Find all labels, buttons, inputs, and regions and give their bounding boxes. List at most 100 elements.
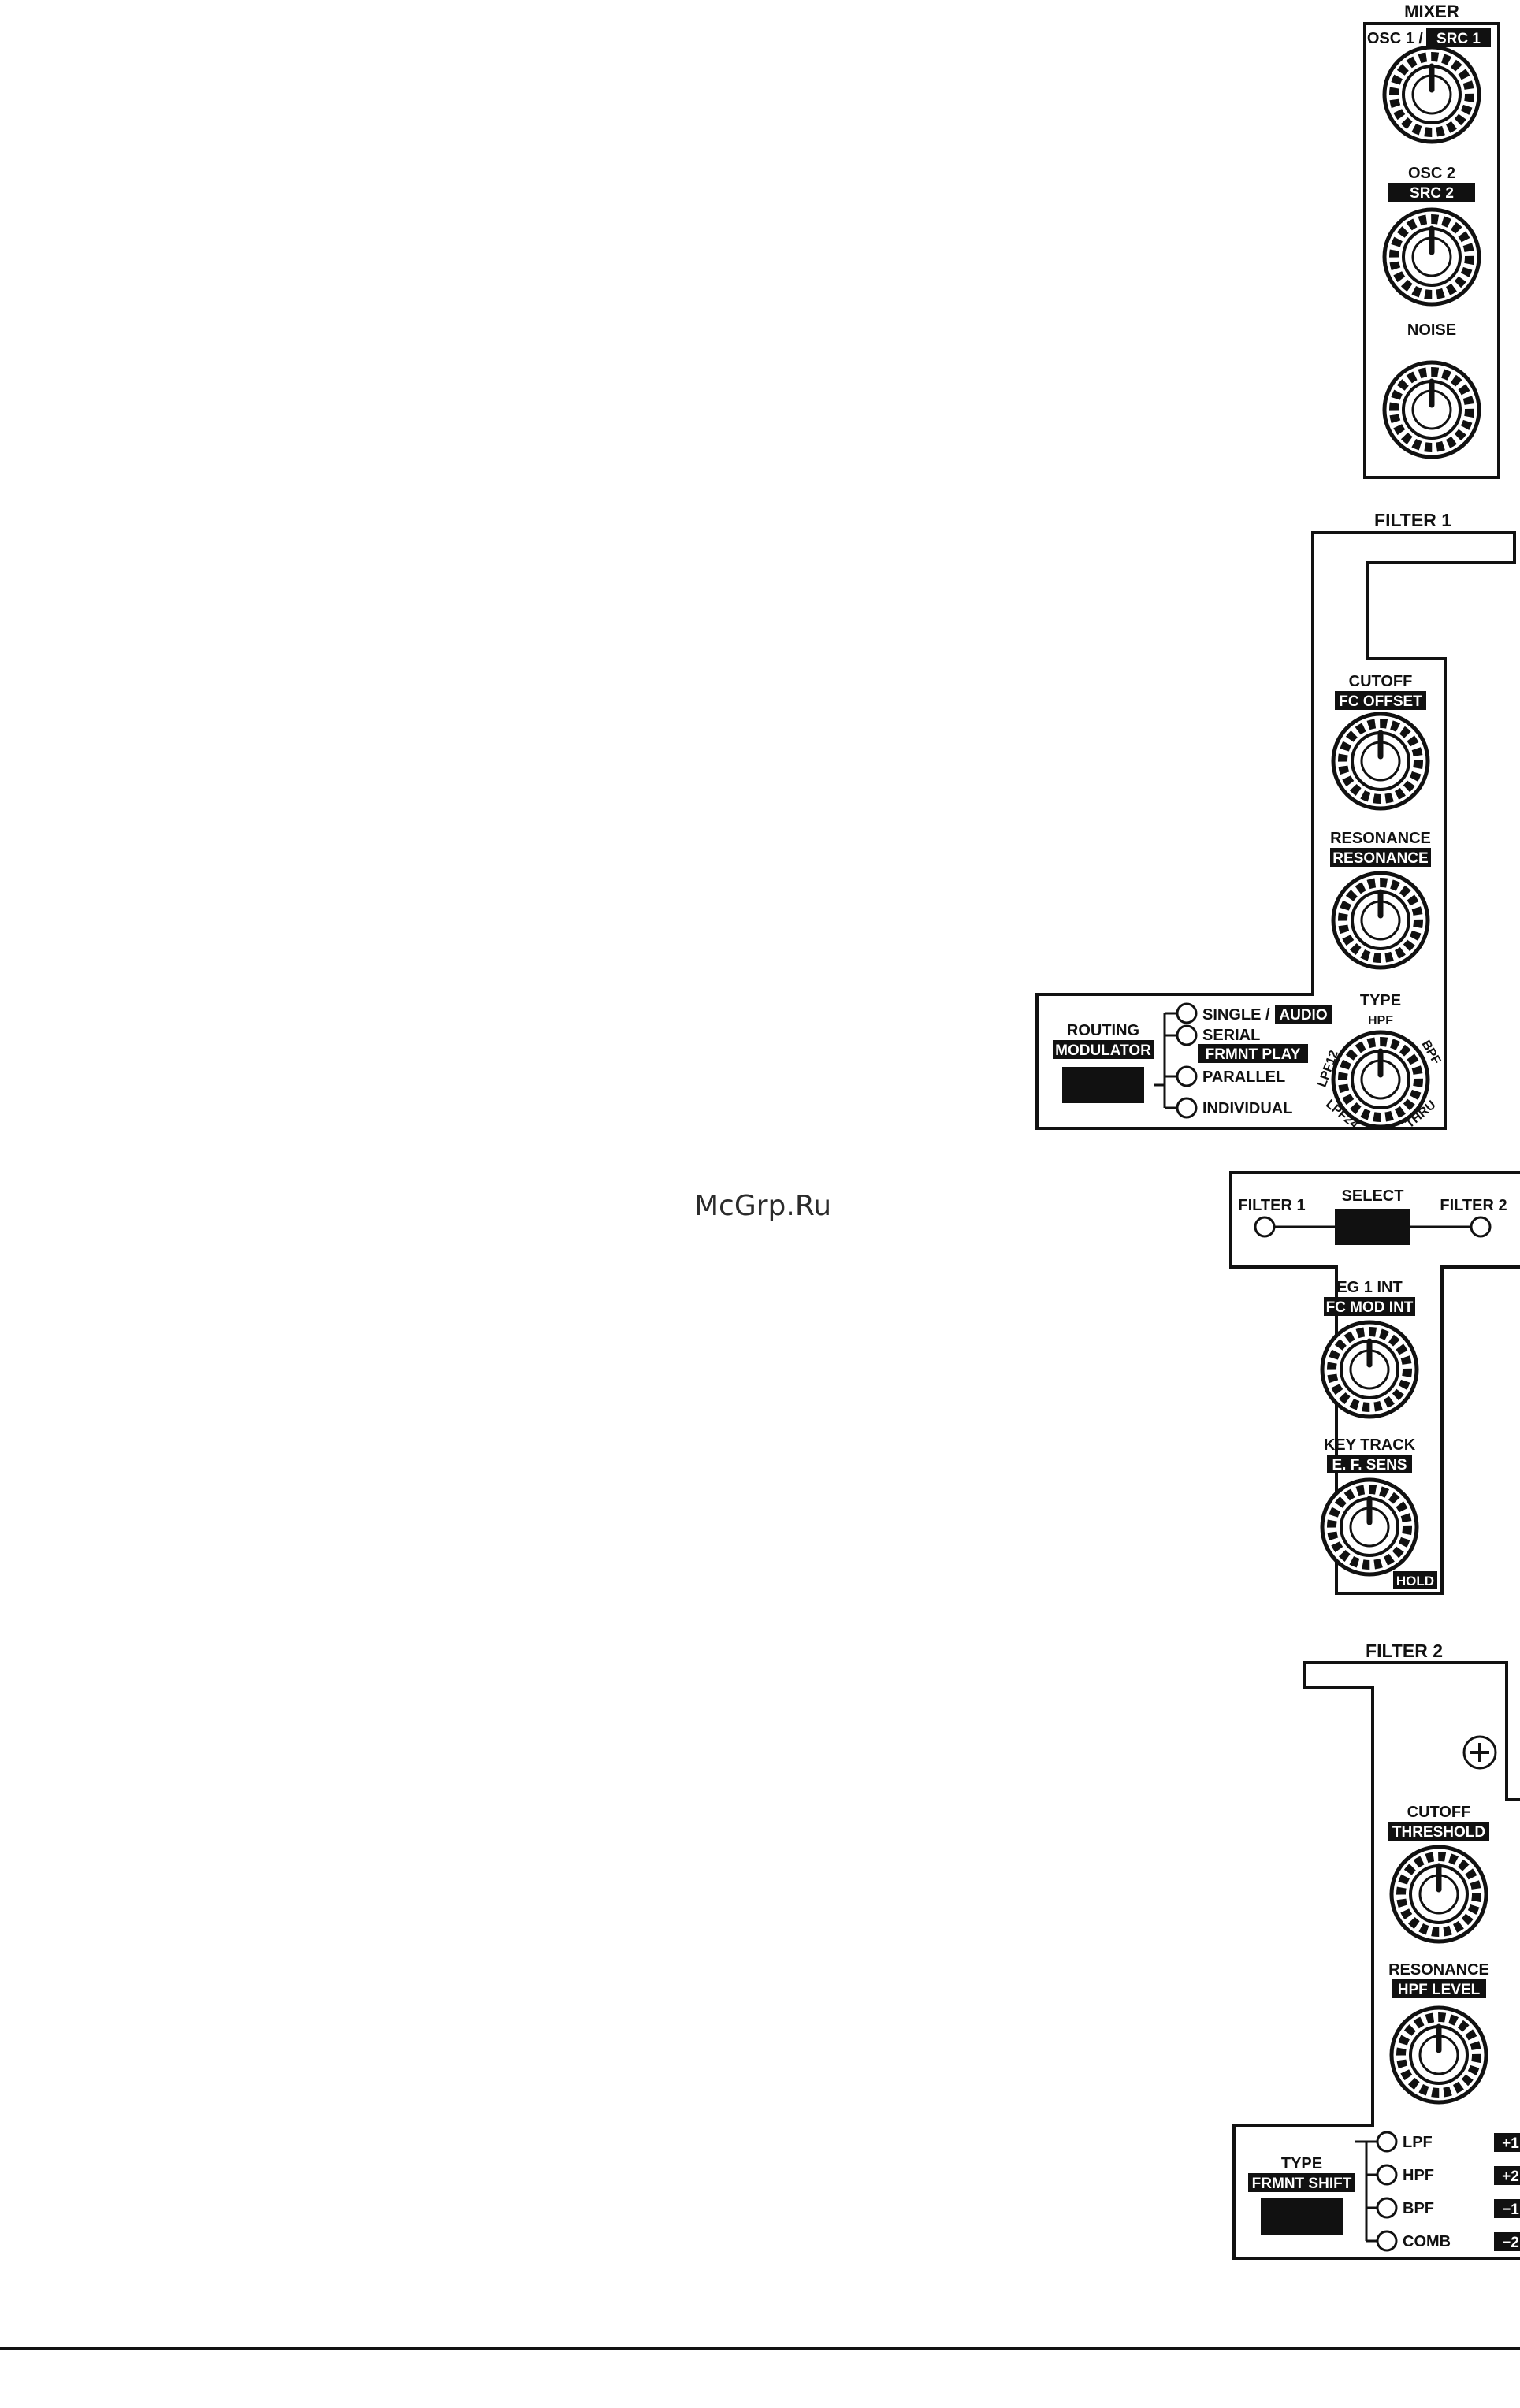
filter2-resonance-label: RESONANCE xyxy=(1388,1961,1489,1979)
key-track-label: KEY TRACK xyxy=(1324,1436,1416,1454)
mixer-src1-label: SRC 1 xyxy=(1436,31,1481,47)
filter2-badge-plus2 xyxy=(1494,2166,1520,2185)
screw-cross-icon xyxy=(1470,1743,1489,1762)
key-track-knob[interactable] xyxy=(1322,1480,1417,1574)
filter1-fcoffset-label: FC OFFSET xyxy=(1339,693,1422,710)
filter1-resonance-badge xyxy=(1330,848,1431,867)
filter2-opt-minus2: −2 xyxy=(1502,2235,1519,2251)
routing-frmntplay-badge xyxy=(1198,1044,1308,1063)
routing-opt-single: SINGLE / xyxy=(1202,1006,1270,1024)
routing-led-individual xyxy=(1176,1097,1198,1119)
routing-led-single xyxy=(1176,1002,1198,1024)
mixer-osc1-label: OSC 1 / xyxy=(1367,30,1424,47)
select-section: FILTER 1 FILTER 2 SELECT EG 1 INT FC MOD… xyxy=(1229,1171,1520,1595)
filter2-led-comb xyxy=(1376,2230,1398,2252)
filter1-resonance-knob[interactable] xyxy=(1333,873,1428,968)
routing-opt-parallel: PARALLEL xyxy=(1202,1068,1285,1086)
filter1-type-knob[interactable] xyxy=(1333,1032,1428,1127)
mixer-src1-badge xyxy=(1426,28,1491,47)
filter2-cutoff-knob[interactable] xyxy=(1392,1847,1486,1942)
filter2-type-connector xyxy=(1355,2140,1377,2243)
filter1-type-hpf: HPF xyxy=(1368,1014,1393,1027)
eg1-int-label: EG 1 INT xyxy=(1336,1279,1402,1296)
select-led-filter1 xyxy=(1254,1216,1276,1238)
filter1-section: FILTER 1 CUTOFF FC OFFSET RESONANCE RESO… xyxy=(1035,510,1516,1132)
mixer-frame xyxy=(1363,22,1500,479)
mixer-title: MIXER xyxy=(1404,2,1459,21)
mixer-src2-badge xyxy=(1388,183,1475,202)
filter2-hpflevel-label: HPF LEVEL xyxy=(1398,1982,1481,1998)
routing-modulator-label: MODULATOR xyxy=(1055,1042,1151,1059)
filter2-type-label: TYPE xyxy=(1281,2155,1322,2172)
mixer-osc2-label: OSC 2 xyxy=(1408,165,1455,182)
routing-opt-individual: INDIVIDUAL xyxy=(1202,1100,1292,1117)
watermark: McGrp.Ru xyxy=(694,1190,831,1222)
osc2-knob[interactable] xyxy=(1384,210,1479,304)
filter2-option-comb: COMB −2 xyxy=(1376,2230,1520,2252)
hold-badge xyxy=(1393,1571,1437,1589)
select-label: SELECT xyxy=(1342,1187,1404,1205)
mixer-noise-label: NOISE xyxy=(1407,321,1456,339)
eg1-int-knob[interactable] xyxy=(1322,1322,1417,1417)
ef-sens-badge xyxy=(1327,1455,1412,1473)
hold-label: HOLD xyxy=(1396,1574,1434,1589)
filter2-threshold-label: THRESHOLD xyxy=(1392,1824,1485,1841)
fc-mod-int-label: FC MOD INT xyxy=(1326,1299,1414,1316)
filter2-hpflevel-badge xyxy=(1392,1979,1486,1998)
routing-opt-frmntplay: FRMNT PLAY xyxy=(1206,1046,1301,1063)
filter2-frmntshift-label: FRMNT SHIFT xyxy=(1252,2176,1352,2192)
mixer-section: MIXER OSC 1 / SRC 1 OSC 2 SRC 2 NOISE xyxy=(1363,2,1500,479)
filter2-badge-plus1 xyxy=(1494,2133,1520,2152)
filter1-title: FILTER 1 xyxy=(1374,510,1451,530)
noise-knob[interactable] xyxy=(1384,362,1479,457)
filter2-option-lpf: LPF +1 xyxy=(1376,2131,1520,2153)
mixer-src2-label: SRC 2 xyxy=(1410,185,1454,202)
routing-button[interactable] xyxy=(1062,1067,1144,1103)
ef-sens-label: E. F. SENS xyxy=(1332,1457,1407,1473)
filter2-opt-hpf: HPF xyxy=(1403,2167,1434,2184)
filter2-opt-plus1: +1 xyxy=(1502,2135,1519,2152)
filter1-resonance-alt-label: RESONANCE xyxy=(1332,850,1428,867)
filter2-led-lpf xyxy=(1376,2131,1398,2153)
filter1-cutoff-knob[interactable] xyxy=(1333,714,1428,808)
select-led-filter2 xyxy=(1470,1216,1492,1238)
filter2-cutoff-label: CUTOFF xyxy=(1407,1804,1471,1821)
routing-opt-audio: AUDIO xyxy=(1279,1007,1327,1024)
routing-modulator-badge xyxy=(1053,1040,1154,1059)
filter2-section: FILTER 2 CUTOFF THRESHOLD RESONANCE HPF … xyxy=(1232,1641,1520,2260)
filter2-opt-minus1: −1 xyxy=(1502,2202,1519,2218)
routing-opt-serial: SERIAL xyxy=(1202,1027,1260,1044)
filter2-threshold-badge xyxy=(1388,1822,1489,1841)
filter2-type-button[interactable] xyxy=(1261,2198,1343,2235)
filter2-frame xyxy=(1232,1661,1520,2260)
routing-audio-badge xyxy=(1275,1005,1332,1024)
select-filter2-label: FILTER 2 xyxy=(1440,1197,1507,1214)
routing-led-serial xyxy=(1176,1024,1198,1046)
filter1-cutoff-label: CUTOFF xyxy=(1349,673,1413,690)
osc1-knob[interactable] xyxy=(1384,47,1479,142)
filter2-option-hpf: HPF +2 xyxy=(1376,2164,1520,2186)
filter2-opt-bpf: BPF xyxy=(1403,2200,1434,2217)
select-filter1-label: FILTER 1 xyxy=(1238,1197,1305,1214)
filter2-frmntshift-badge xyxy=(1248,2173,1355,2192)
fc-mod-int-badge xyxy=(1324,1297,1415,1316)
filter2-opt-comb: COMB xyxy=(1403,2233,1451,2250)
filter1-resonance-label: RESONANCE xyxy=(1330,830,1431,847)
filter2-badge-minus2 xyxy=(1494,2232,1520,2251)
select-frame xyxy=(1229,1171,1520,1595)
routing-led-parallel xyxy=(1176,1065,1198,1087)
filter2-opt-plus2: +2 xyxy=(1502,2168,1519,2185)
filter1-fcoffset-badge xyxy=(1335,691,1426,710)
filter2-resonance-knob[interactable] xyxy=(1392,2008,1486,2102)
filter2-option-bpf: BPF −1 xyxy=(1376,2197,1520,2219)
filter2-led-hpf xyxy=(1376,2164,1398,2186)
filter1-type-label: TYPE xyxy=(1360,992,1401,1009)
filter2-opt-lpf: LPF xyxy=(1403,2134,1433,2151)
select-button[interactable] xyxy=(1335,1209,1410,1245)
filter1-frame xyxy=(1035,531,1516,1130)
routing-connector xyxy=(1154,1012,1176,1109)
routing-label: ROUTING xyxy=(1067,1022,1139,1039)
filter2-badge-minus1 xyxy=(1494,2199,1520,2218)
filter2-led-bpf xyxy=(1376,2197,1398,2219)
